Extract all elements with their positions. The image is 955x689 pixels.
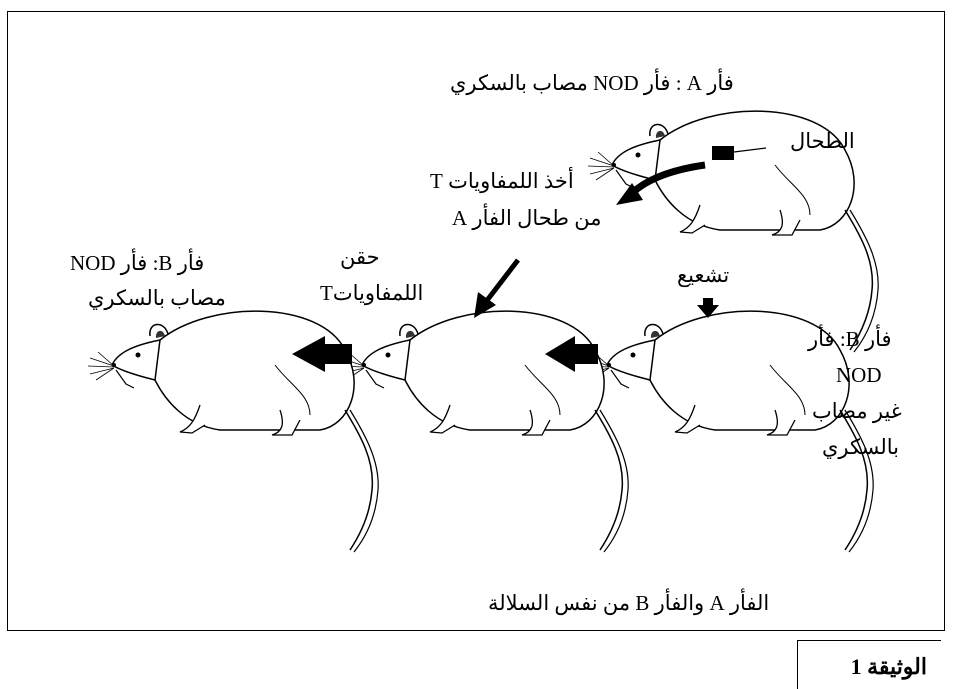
take-t-arrowhead xyxy=(616,183,643,205)
arrow-injected-to-diabetic xyxy=(292,336,352,372)
mouse-b-result-line2: مصاب بالسكري xyxy=(88,286,226,310)
irradiation-arrow xyxy=(697,298,719,318)
pancreas-label: الطحال xyxy=(790,129,855,153)
injection-arrowhead xyxy=(474,292,496,318)
document-label-box xyxy=(797,640,941,689)
mouse-b-initial-line2: NOD xyxy=(836,363,882,387)
figure-frame xyxy=(7,11,945,631)
mouse-b-initial-line3: غير مصاب xyxy=(812,399,902,423)
take-t-label-line1: أخذ اللمفاويات T xyxy=(430,169,574,193)
mouse-b-initial-line1: فأر B: فأر xyxy=(808,327,892,351)
pancreas-pointer xyxy=(733,147,767,153)
mouse-a-title: فأر A : فأر NOD مصاب بالسكري xyxy=(450,71,734,95)
injection-arrow-shaft xyxy=(483,258,520,305)
mouse-b-initial-line4: بالسكري xyxy=(822,435,899,459)
document-label: الوثيقة 1 xyxy=(850,654,927,679)
irradiation-label: تشعيع xyxy=(677,263,730,287)
mouse-b-result-line1: فأر B: فأر NOD xyxy=(70,251,205,275)
same-strain-note: الفأر A والفأر B من نفس السلالة xyxy=(488,591,770,615)
pancreas-marker xyxy=(712,146,734,160)
inject-label-line2: اللمفاوياتT xyxy=(320,281,424,305)
take-t-label-line2: من طحال الفأر A xyxy=(452,206,602,230)
inject-label-line1: حقن xyxy=(340,245,380,269)
arrow-b-to-injected xyxy=(545,336,598,372)
